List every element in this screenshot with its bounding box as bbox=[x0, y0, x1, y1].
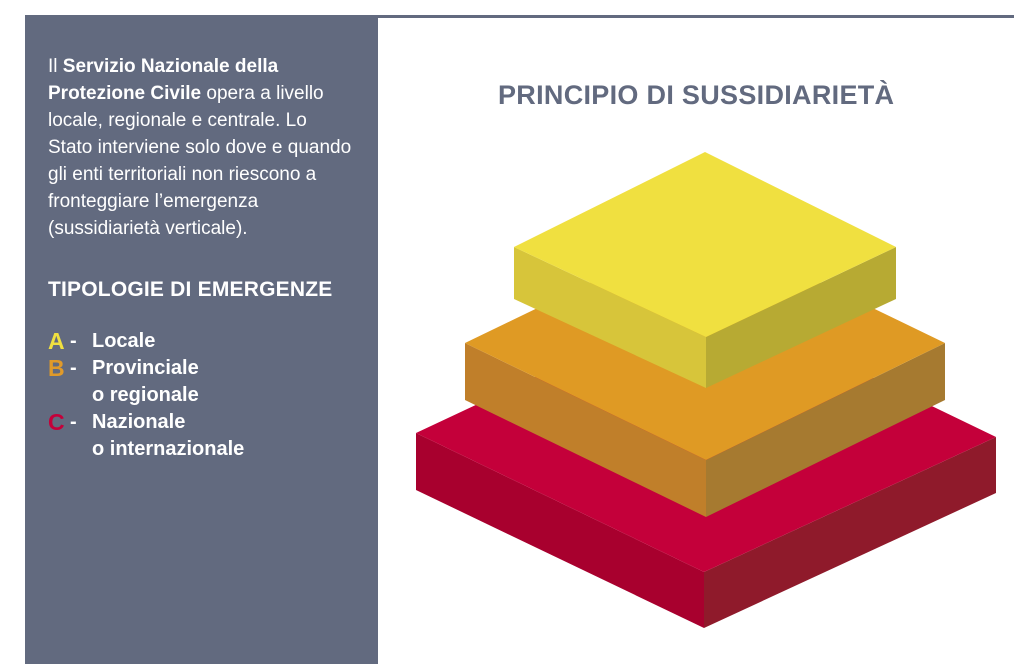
layer-a bbox=[514, 152, 896, 388]
layer-a-left-face bbox=[514, 247, 706, 388]
type-letter-b: B bbox=[48, 355, 65, 381]
diagram-title: PRINCIPIO DI SUSSIDIARIETÀ bbox=[498, 80, 895, 110]
info-panel: Il Servizio Nazionale della Protezione C… bbox=[25, 15, 378, 664]
layer-a-top-face bbox=[514, 152, 896, 337]
type-letter-c: C bbox=[48, 409, 65, 435]
type-label-c: Nazionale o internazionale bbox=[92, 411, 245, 460]
types-heading: TIPOLOGIE DI EMERGENZE bbox=[48, 278, 333, 301]
layer-b-right-face bbox=[706, 343, 945, 517]
type-dash: - bbox=[70, 411, 77, 433]
layer-a-right-face bbox=[706, 247, 896, 388]
type-label-b: Provinciale o regionale bbox=[92, 357, 199, 406]
layer-c-left-face bbox=[416, 433, 704, 628]
layer-b-left-face bbox=[465, 343, 706, 517]
type-dash: - bbox=[70, 357, 77, 379]
type-letter-a: A bbox=[48, 328, 65, 354]
types-list: A - Locale B - Provinciale o regionale C… bbox=[48, 328, 356, 463]
type-item-c: C - Nazionale o internazionale bbox=[48, 409, 356, 463]
type-item-b: B - Provinciale o regionale bbox=[48, 355, 356, 409]
type-dash: - bbox=[70, 330, 77, 352]
layer-c-right-face bbox=[704, 437, 996, 628]
intro-bold: Servizio Nazionale della Protezione Civi… bbox=[48, 56, 279, 104]
intro-body: opera a livello locale, regionale e cent… bbox=[48, 83, 352, 239]
type-item-a: A - Locale bbox=[48, 328, 356, 355]
intro-text: Il Servizio Nazionale della Protezione C… bbox=[48, 53, 356, 242]
top-rule bbox=[378, 15, 1014, 18]
type-label-a: Locale bbox=[92, 330, 156, 352]
intro-prefix: Il bbox=[48, 56, 63, 77]
